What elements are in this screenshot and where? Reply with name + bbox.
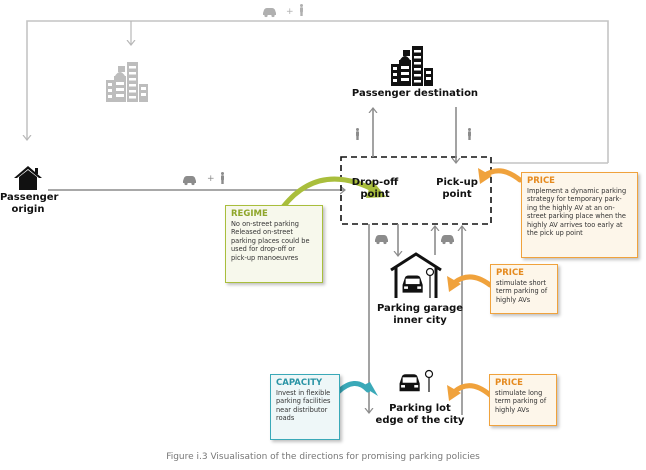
walk-person-icon-right xyxy=(468,128,471,140)
price-lot-arrow xyxy=(451,383,493,398)
top-route-person-icon xyxy=(300,4,303,16)
price-lot-callout: PRICE stimulate long term parking of hig… xyxy=(489,374,557,426)
dropoff-car-icon xyxy=(375,235,388,245)
top-route-car-icon xyxy=(263,8,276,18)
regime-callout-title: REGIME xyxy=(231,209,268,219)
walk-person-icon-left xyxy=(356,128,359,140)
parking-lot-label: Parking lot edge of the city xyxy=(375,403,465,426)
parking-lot-icon xyxy=(399,369,434,392)
price-pickup-callout-body: Implement a dynamic parking strategy for… xyxy=(527,187,627,238)
price-pickup-arrowhead xyxy=(478,168,492,184)
price-garage-callout: PRICE stimulate short term parking of hi… xyxy=(490,264,558,314)
price-garage-arrow xyxy=(451,274,493,288)
regime-callout: REGIME No on-street parking Released on-… xyxy=(225,205,323,283)
return-route xyxy=(27,20,609,164)
regime-callout-body: No on-street parking Released on-street … xyxy=(231,220,310,262)
city-icon-gray xyxy=(106,62,148,102)
top-route-plus: + xyxy=(286,7,294,17)
price-pickup-callout-title: PRICE xyxy=(527,176,555,186)
origin-route-plus: + xyxy=(207,174,215,184)
price-lot-callout-title: PRICE xyxy=(495,378,523,388)
parking-garage-label: Parking garage inner city xyxy=(376,303,464,326)
capacity-arrowhead xyxy=(362,382,378,396)
price-pickup-callout: PRICE Implement a dynamic parking strate… xyxy=(521,172,638,258)
capacity-arrow xyxy=(335,381,371,395)
capacity-callout-title: CAPACITY xyxy=(276,378,323,388)
price-lot-arrowhead xyxy=(447,385,461,401)
price-garage-callout-title: PRICE xyxy=(496,268,524,278)
pickup-car-icon xyxy=(441,235,454,245)
city-icon-destination xyxy=(391,46,433,86)
price-garage-arrowhead xyxy=(447,276,461,292)
house-icon xyxy=(14,166,42,190)
garage-icon xyxy=(390,252,442,298)
passenger-origin-label: Passenger origin xyxy=(0,192,59,215)
capacity-callout: CAPACITY Invest in flexible parking faci… xyxy=(270,374,340,440)
capacity-callout-body: Invest in flexible parking facilities ne… xyxy=(276,389,331,423)
figure-caption: Figure i.3 Visualisation of the directio… xyxy=(166,452,480,462)
drop-pickup-zone xyxy=(340,156,492,225)
pick-up-point-label: Pick-up point xyxy=(436,177,478,200)
price-garage-callout-body: stimulate short term parking of highly A… xyxy=(496,279,548,304)
price-lot-callout-body: stimulate long term parking of highly AV… xyxy=(495,389,547,414)
origin-route-person-icon xyxy=(221,172,224,184)
origin-route-car-icon xyxy=(183,176,196,186)
drop-off-point-label: Drop-off point xyxy=(351,177,399,200)
regime-arrowhead xyxy=(366,180,386,198)
regime-arrow xyxy=(280,176,381,210)
passenger-destination-label: Passenger destination xyxy=(351,88,479,99)
